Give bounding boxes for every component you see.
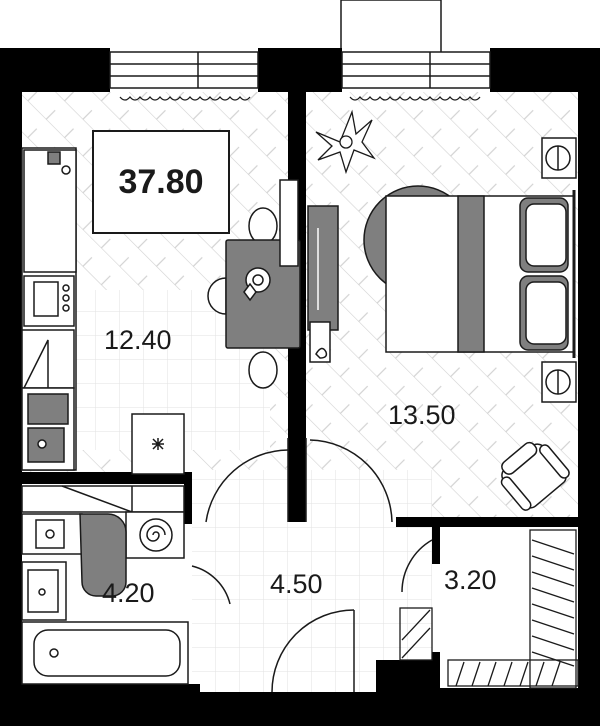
area-label-hallway: 4.50 — [270, 569, 323, 599]
kitchen-counter — [21, 147, 77, 471]
area-label-wardrobe: 3.20 — [444, 565, 497, 595]
door-wardrobe — [401, 539, 433, 593]
nightstand-bottom — [541, 361, 577, 403]
window-right — [341, 51, 491, 89]
washing-machine — [21, 485, 185, 559]
bed — [363, 185, 576, 358]
wardrobe-shelving — [399, 529, 579, 689]
toilet — [21, 513, 127, 597]
floor-wardrobe — [440, 524, 578, 688]
armchair — [500, 441, 570, 511]
tv-stand — [279, 179, 339, 363]
dining-table — [207, 207, 301, 389]
washbasin — [21, 561, 67, 621]
bathtub — [21, 621, 189, 685]
area-label-bathroom: 4.20 — [102, 578, 155, 608]
balcony — [340, 0, 442, 56]
window-left — [109, 51, 259, 89]
door-bedroom — [305, 438, 393, 523]
radiator-left — [119, 95, 251, 101]
door-kitchen — [205, 438, 289, 523]
total-area: 37.80 — [118, 162, 204, 201]
nightstand-top — [541, 137, 577, 179]
door-bathroom — [191, 565, 231, 605]
walls — [0, 48, 600, 726]
area-label-bedroom: 13.50 — [388, 400, 456, 430]
bedroom-plant — [315, 109, 376, 175]
total-area-box: 37.80 — [92, 130, 230, 234]
fridge — [131, 413, 185, 475]
floor-hallway — [192, 470, 432, 692]
area-label-kitchen: 12.40 — [104, 325, 172, 355]
radiator-right — [349, 95, 481, 101]
door-entrance — [271, 609, 355, 693]
